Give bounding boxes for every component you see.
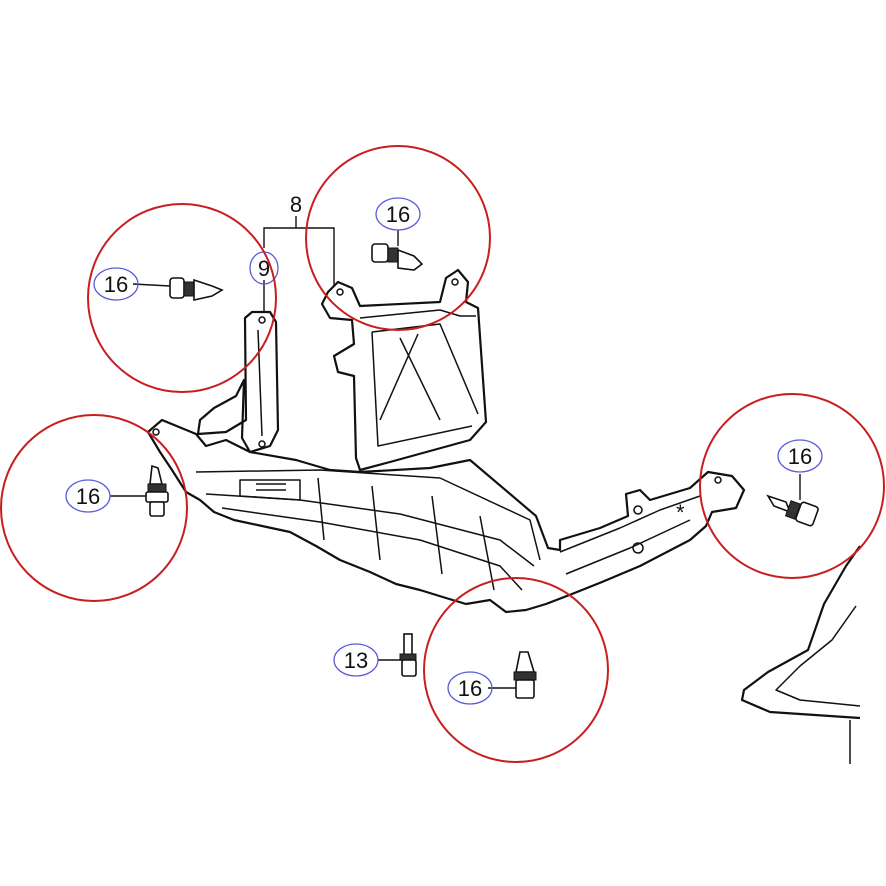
- callout-16-top-left: 16: [93, 267, 139, 301]
- callout-16-left: 16: [65, 479, 111, 513]
- callout-16-bottom: 16: [447, 671, 493, 705]
- asterisk-mark: *: [676, 500, 685, 525]
- svg-text:16: 16: [104, 272, 128, 297]
- highlight-circle-top-center: [305, 145, 491, 331]
- svg-text:16: 16: [386, 202, 410, 227]
- clip-top-left-fastener: [169, 277, 224, 301]
- svg-text:9: 9: [258, 256, 270, 281]
- clip-left-fastener: [145, 464, 169, 517]
- clip-right-fastener: [766, 494, 819, 527]
- callout-16-top-center: 16: [375, 197, 421, 231]
- highlight-circle-bottom: [423, 577, 609, 763]
- clip-bottom-fastener: [513, 651, 537, 699]
- svg-text:16: 16: [76, 484, 100, 509]
- bolt-13-fastener: [399, 633, 417, 677]
- callout-8: 8: [290, 192, 302, 217]
- highlight-circle-right: [699, 393, 885, 579]
- leader-lines: [110, 230, 801, 689]
- highlight-circles: [0, 145, 885, 763]
- adjacent-panel: [740, 545, 861, 764]
- group-8-bracket: [263, 216, 335, 286]
- highlight-circle-left: [0, 414, 188, 602]
- clip-top-center-fastener: [371, 243, 424, 271]
- svg-text:8: 8: [290, 192, 302, 217]
- splash-shield: *: [146, 268, 746, 614]
- callout-13: 13: [333, 643, 379, 677]
- highlight-circle-top-left: [87, 203, 277, 393]
- svg-text:13: 13: [344, 648, 368, 673]
- callout-16-right: 16: [777, 439, 823, 473]
- svg-text:16: 16: [458, 676, 482, 701]
- svg-text:16: 16: [788, 444, 812, 469]
